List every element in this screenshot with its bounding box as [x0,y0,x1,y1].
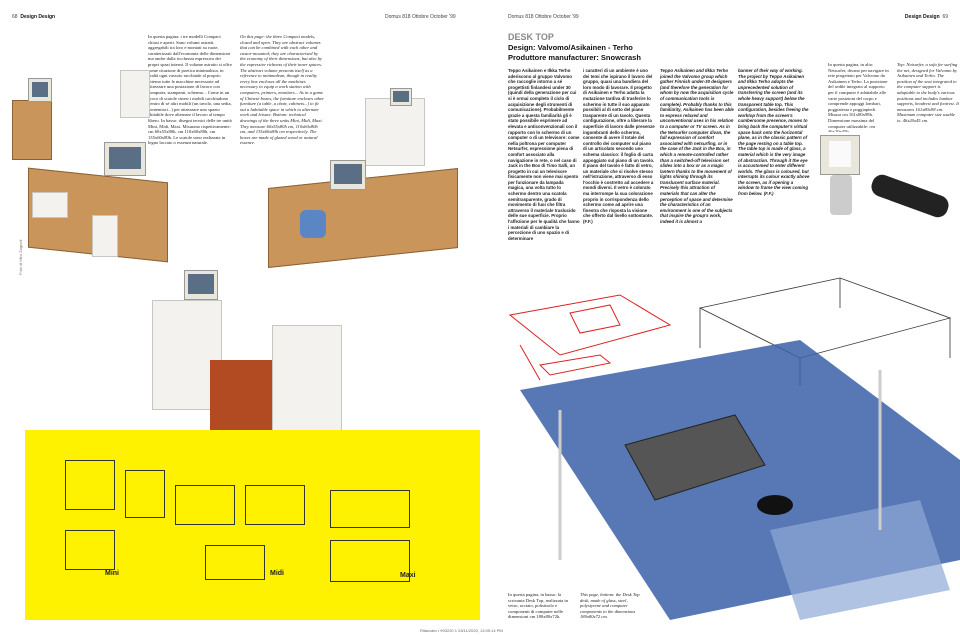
label-mini: Mini [105,570,119,577]
section-label: Design Design [904,14,940,20]
running-head-left: Domus 818 Ottobre October '99 [385,14,456,20]
mini-plan-drawing [65,460,115,510]
body-col-4: banner of their way of working. The proj… [738,68,810,197]
body-col-3: Teppo Asikainen and Ilkka Terho joined t… [660,68,734,225]
midi-plan-drawing [175,485,235,525]
print-footer: Ritaccato • 993220 1 03/11/2020, 13:05:1… [420,628,503,633]
red-concept-sketch [508,294,672,381]
caption-netsurfer-it: In questa pagina, in alto: Netsurfer, di… [828,62,889,132]
caption-netsurfer-en: Top: Netsurfer, a sofa for surfing the n… [897,62,959,123]
netsurfer-seat-image [868,171,952,221]
screen-window [770,500,950,620]
blue-chair-image [300,210,326,238]
caption-desktop-it: In questa pagina, in basso: la scrivania… [508,592,568,620]
mouse-image [757,495,793,515]
monitor-image [184,270,218,300]
left-page-header: 68 Design Design [12,14,55,20]
computer-tower-image [92,215,118,257]
maxi-open-side-panel [152,300,222,410]
design-credit: Design: Valvomo/Asikainen - Terho [508,43,633,52]
label-maxi: Maxi [400,572,416,579]
keyboard-image [624,414,766,501]
closed-mini-unit-photo [120,70,150,118]
closed-midi-unit-photo [365,98,425,166]
page-number: 68 [12,14,18,20]
kicker: DESK TOP [508,32,554,42]
mini-unit-photo [12,100,52,160]
netsurfer-support-image [830,175,852,215]
mini-elevation-drawing [125,470,165,518]
midi-elevation-drawing [245,485,305,525]
monitor-image [104,142,146,176]
monitor-image [390,88,412,106]
midi-section-drawing [205,545,265,580]
monitor-image [28,78,52,102]
section-label: Design Design [20,14,56,20]
maxi-plan-drawing [330,490,410,528]
body-col-1: Teppo Asikainen e Ilkka Terho aderiscono… [508,68,580,241]
right-page-header: Design Design 69 [905,14,948,20]
maxi-elevation-drawing [330,540,410,582]
printer-image [32,192,68,218]
body-col-2: i caratteri di un ambiente è uno dei tem… [583,68,655,225]
mini-section-drawing [65,530,115,570]
monitor-image [330,160,366,190]
label-midi: Midi [270,570,284,577]
netsurfer-monitor-image [820,135,860,175]
caption-desktop-en: This page, bottom: the Desk Top desk, ma… [580,592,640,620]
producer-credit: Produttore manufacturer: Snowcrash [508,53,641,62]
page-number: 69 [942,14,948,20]
running-head-right: Domus 818 Ottobre October '99 [508,14,579,20]
photo-credit: Foto di Miro Zagnoli [18,239,23,275]
body-text-english: On this page: the three Compact models, … [240,34,324,146]
desk-top-photo [520,340,960,620]
body-text-italian: In questa pagina: i tre modelli Compact … [148,34,232,146]
technical-drawings-panel: Mini Midi Maxi [25,430,480,620]
